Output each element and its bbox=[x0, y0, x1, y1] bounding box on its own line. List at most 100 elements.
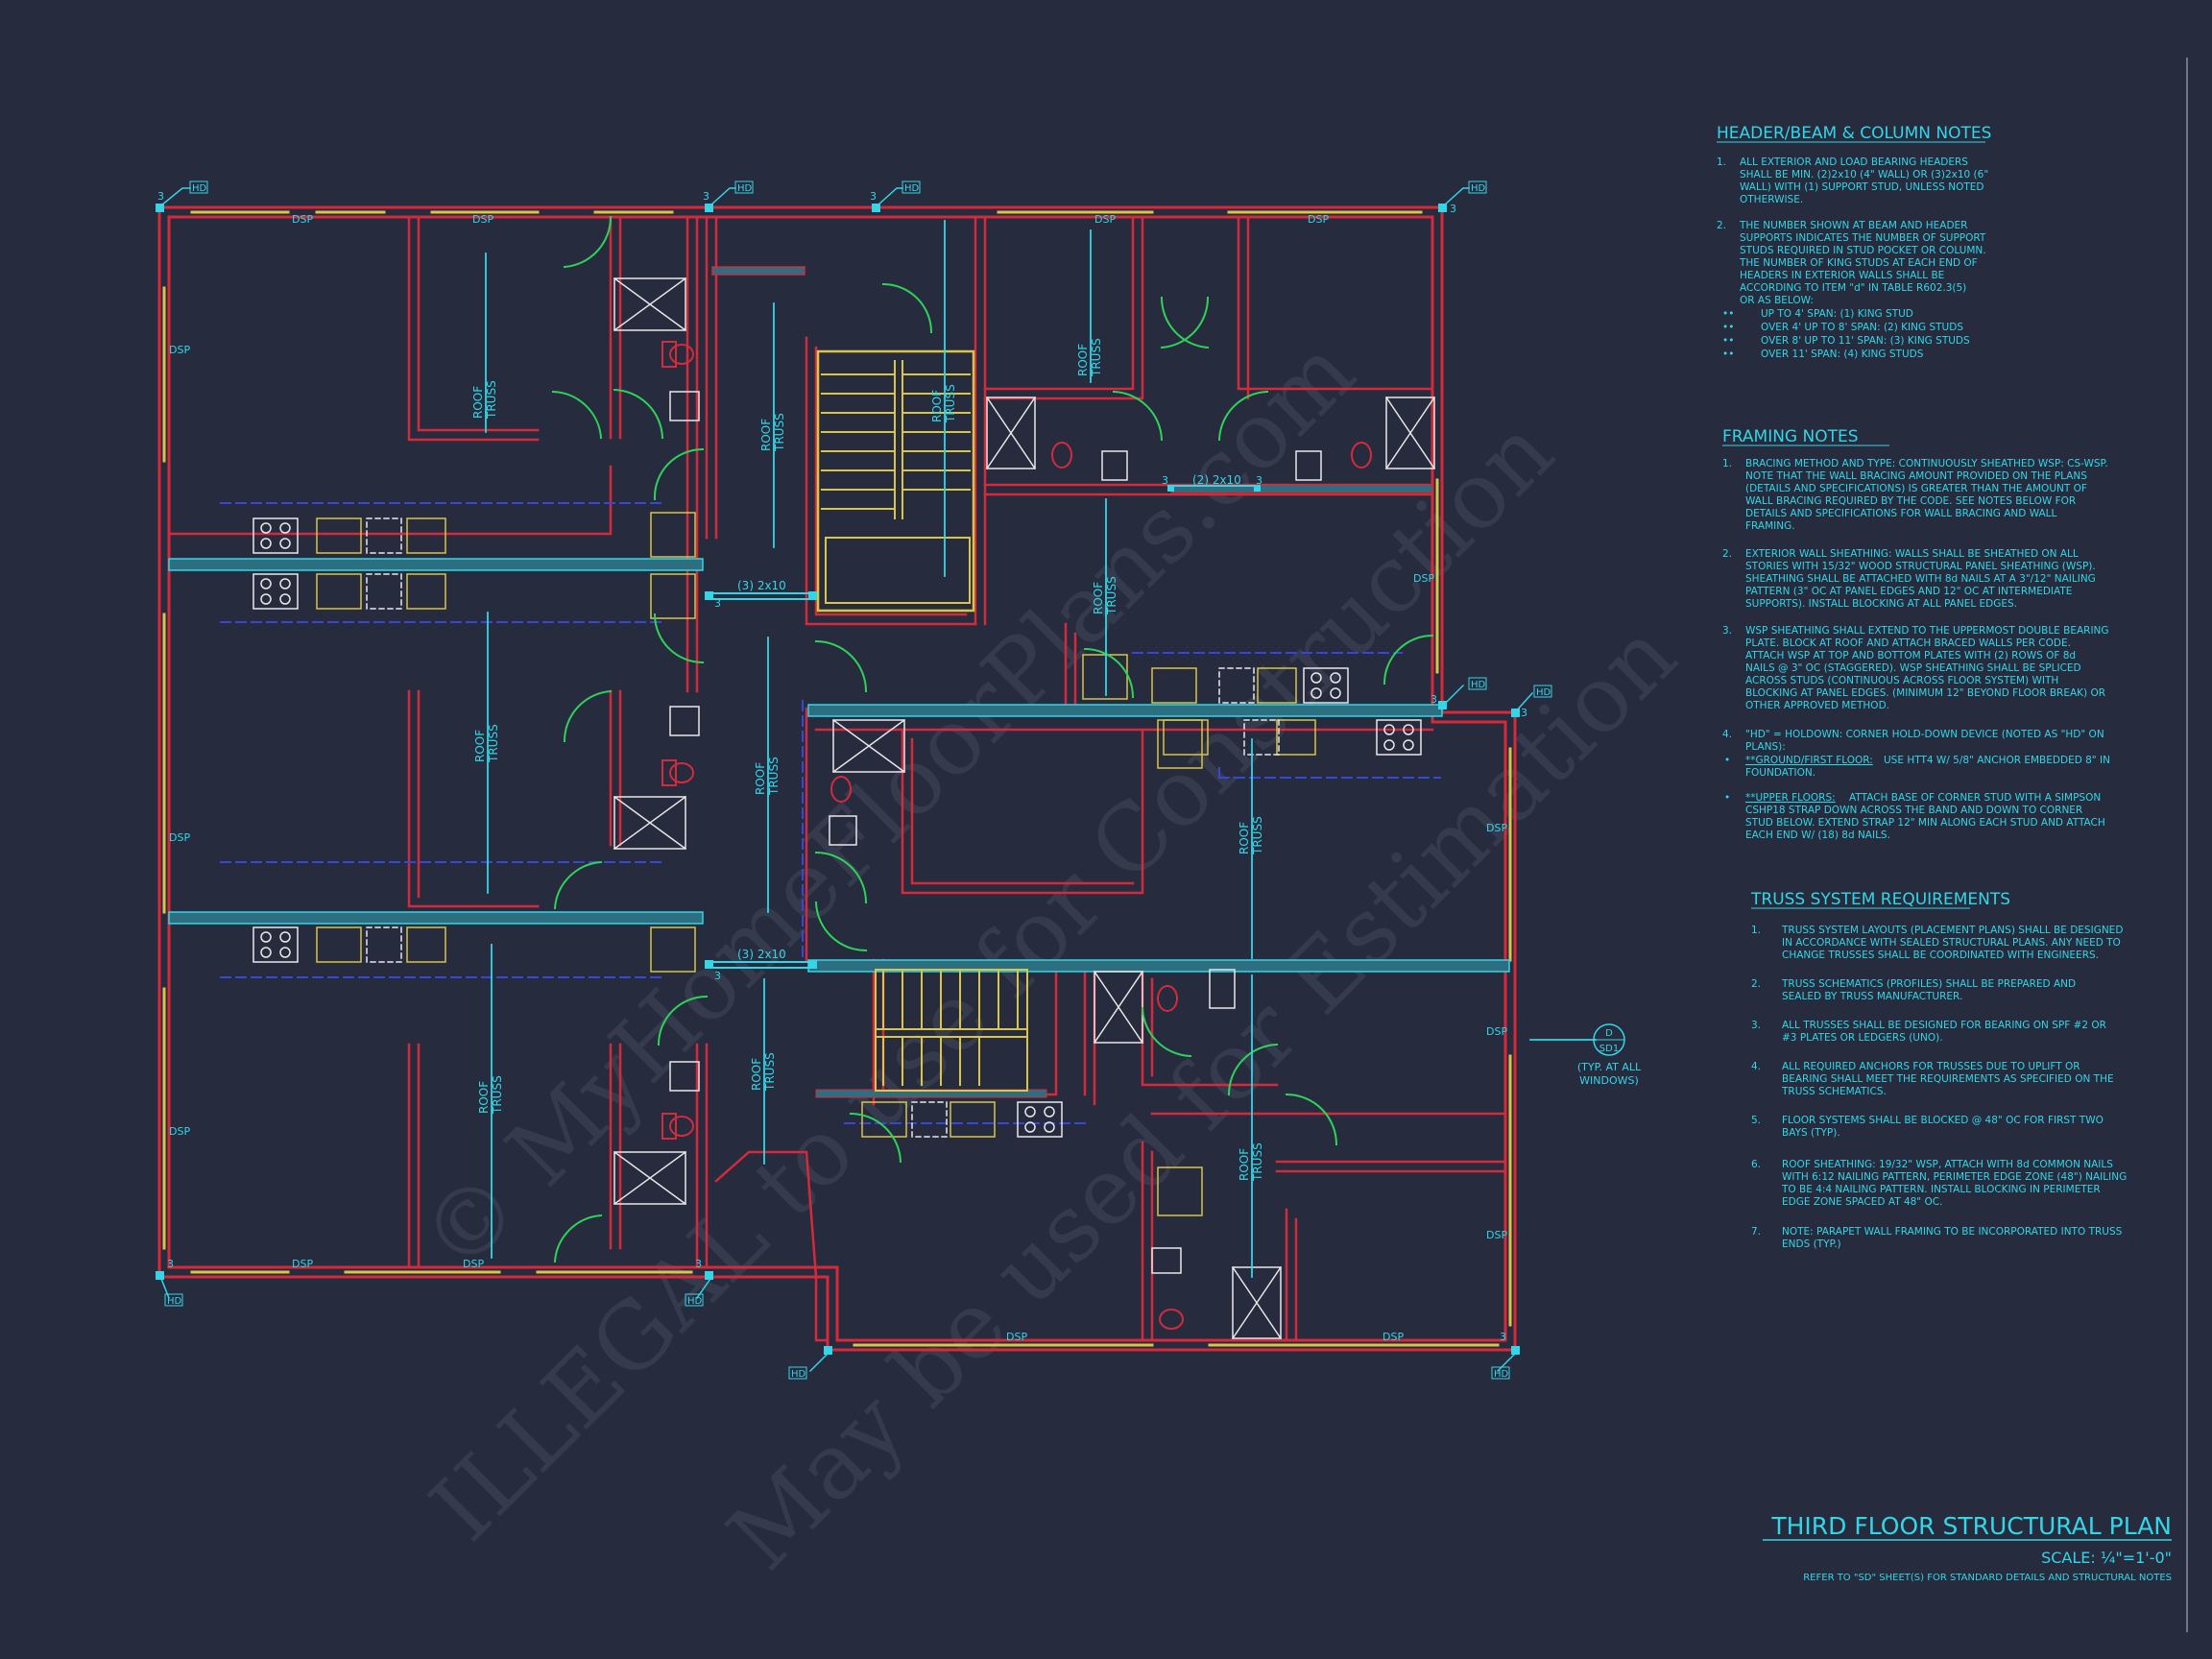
svg-text:ROOF: ROOF bbox=[1076, 344, 1090, 376]
section-detail-tag: D SD1 (TYP. AT ALL WINDOWS) bbox=[1577, 1023, 1642, 1087]
dsp-label: DSP bbox=[463, 1258, 484, 1270]
hd-label: HD bbox=[1471, 183, 1486, 194]
hd-label: HD bbox=[737, 183, 753, 194]
hd-label: HD bbox=[1536, 687, 1551, 698]
floor-plan bbox=[156, 187, 1597, 1373]
dsp-label: DSP bbox=[1006, 1331, 1027, 1343]
header-notes-heading: HEADER/BEAM & COLUMN NOTES bbox=[1717, 124, 1991, 143]
note-line: OR AS BELOW: bbox=[1740, 295, 1814, 306]
exterior-wall-inner bbox=[167, 215, 1507, 1342]
note-line: TO BE 4:4 NAILING PATTERN. INSTALL BLOCK… bbox=[1781, 1184, 2101, 1195]
note-line: STUD BELOW. EXTEND STRAP 12" MIN ALONG E… bbox=[1745, 817, 2105, 829]
dsp-label: DSP bbox=[292, 1258, 313, 1270]
drawing-reference: REFER TO "SD" SHEET(S) FOR STANDARD DETA… bbox=[1803, 1573, 2172, 1583]
note-number: 2. bbox=[1722, 548, 1732, 560]
stud-count: 3 bbox=[1256, 474, 1262, 487]
note-line: ENDS (TYP.) bbox=[1782, 1238, 1841, 1250]
notes-panel: HEADER/BEAM & COLUMN NOTES 1. ALL EXTERI… bbox=[1717, 124, 2127, 1250]
note-line: TRUSS SCHEMATICS. bbox=[1781, 1086, 1887, 1097]
svg-text:TRUSS: TRUSS bbox=[487, 724, 500, 763]
dsp-label: DSP bbox=[1308, 213, 1329, 226]
section-tag-bottom: SD1 bbox=[1599, 1044, 1619, 1054]
stair-south bbox=[875, 969, 1028, 1092]
svg-text:ROOF: ROOF bbox=[473, 730, 487, 762]
svg-text:ROOF: ROOF bbox=[1238, 822, 1251, 854]
note-line: WALL BRACING REQUIRED BY THE CODE. SEE N… bbox=[1745, 495, 2076, 507]
title-block: THIRD FLOOR STRUCTURAL PLAN SCALE: ¼"=1'… bbox=[1763, 1512, 2172, 1583]
svg-text:TRUSS: TRUSS bbox=[763, 1052, 777, 1092]
note-bullet-label: **UPPER FLOORS: bbox=[1745, 792, 1836, 804]
note-number: 4. bbox=[1751, 1061, 1761, 1072]
svg-text:TRUSS: TRUSS bbox=[485, 380, 498, 420]
note-line: ATTACH WSP AT TOP AND BOTTOM PLATES WITH… bbox=[1745, 650, 2076, 661]
dsp-label: DSP bbox=[1094, 213, 1116, 226]
note-line: NOTE: PARAPET WALL FRAMING TO BE INCORPO… bbox=[1782, 1226, 2123, 1238]
note-line: ACCORDING TO ITEM "d" IN TABLE R602.3(5) bbox=[1740, 282, 1966, 294]
stud-count: 3 bbox=[1521, 707, 1527, 719]
drawing-title: THIRD FLOOR STRUCTURAL PLAN bbox=[1770, 1512, 2172, 1540]
note-line: WSP SHEATHING SHALL EXTEND TO THE UPPERM… bbox=[1745, 625, 2109, 637]
note-line: FLOOR SYSTEMS SHALL BE BLOCKED @ 48" OC … bbox=[1782, 1115, 2104, 1126]
note-line: BAYS (TYP). bbox=[1782, 1127, 1840, 1139]
note-line: ALL EXTERIOR AND LOAD BEARING HEADERS bbox=[1740, 156, 1968, 168]
hd-label: HD bbox=[192, 183, 207, 194]
note-line: ROOF SHEATHING: 19/32" WSP, ATTACH WITH … bbox=[1782, 1159, 2113, 1170]
bullet-icon: •• bbox=[1722, 322, 1734, 333]
note-bullet: UP TO 4' SPAN: (1) KING STUD bbox=[1761, 308, 1913, 320]
stud-count: 3 bbox=[870, 190, 877, 203]
svg-text:ROOF: ROOF bbox=[477, 1081, 491, 1114]
note-line: BEARING SHALL MEET THE REQUIREMENTS AS S… bbox=[1782, 1073, 2114, 1085]
truss-notes-heading: TRUSS SYSTEM REQUIREMENTS bbox=[1750, 890, 2010, 909]
note-line: PLATE. BLOCK AT ROOF AND ATTACH BRACED W… bbox=[1745, 637, 2071, 649]
note-number: 4. bbox=[1722, 729, 1732, 740]
section-tag-note-2: WINDOWS) bbox=[1579, 1074, 1639, 1087]
note-line: BLOCKING AT PANEL EDGES. (MINIMUM 12" BE… bbox=[1745, 687, 2105, 699]
dashed-beam-lines bbox=[220, 502, 1441, 1124]
svg-text:ROOF: ROOF bbox=[754, 762, 767, 795]
note-line: STUDS REQUIRED IN STUD POCKET OR COLUMN. bbox=[1740, 245, 1986, 256]
note-line: CHANGE TRUSSES SHALL BE COORDINATED WITH… bbox=[1782, 950, 2099, 961]
drawing-scale: SCALE: ¼"=1'-0" bbox=[2041, 1549, 2172, 1567]
note-line: ALL REQUIRED ANCHORS FOR TRUSSES DUE TO … bbox=[1782, 1061, 2080, 1072]
stud-count: 3 bbox=[695, 1258, 702, 1270]
bullet-icon: •• bbox=[1722, 308, 1734, 320]
note-bullet-label: **GROUND/FIRST FLOOR: bbox=[1745, 755, 1873, 766]
note-line: "HD" = HOLDOWN: CORNER HOLD-DOWN DEVICE … bbox=[1745, 729, 2104, 740]
stud-count: 3 bbox=[714, 970, 721, 982]
hd-label: HD bbox=[1471, 680, 1486, 690]
svg-text:TRUSS: TRUSS bbox=[1090, 338, 1103, 377]
stud-count: 3 bbox=[167, 1258, 174, 1270]
hd-tags bbox=[164, 180, 1552, 1380]
bullet-icon: •• bbox=[1722, 335, 1734, 347]
note-line: PATTERN (3" OC AT PANEL EDGES AND 12" OC… bbox=[1745, 586, 2072, 597]
note-line: USE HTT4 W/ 5/8" ANCHOR EMBEDDED 8" IN bbox=[1884, 755, 2110, 766]
note-line: NOTE THAT THE WALL BRACING AMOUNT PROVID… bbox=[1745, 470, 2087, 482]
note-line: BRACING METHOD AND TYPE: CONTINUOUSLY SH… bbox=[1745, 458, 2108, 469]
svg-text:TRUSS: TRUSS bbox=[491, 1075, 504, 1115]
stud-count: 3 bbox=[714, 597, 721, 610]
note-line: FRAMING. bbox=[1745, 520, 1795, 532]
note-number: 2. bbox=[1751, 978, 1761, 990]
dsp-label: DSP bbox=[169, 831, 190, 844]
beam-headers bbox=[706, 485, 1259, 969]
beam-size-label: (3) 2x10 bbox=[737, 948, 786, 961]
note-line: SUPPORTS INDICATES THE NUMBER OF SUPPORT bbox=[1740, 232, 1986, 244]
stair-north bbox=[816, 349, 975, 613]
note-line: EXTERIOR WALL SHEATHING: WALLS SHALL BE … bbox=[1745, 548, 2079, 560]
svg-text:ROOF: ROOF bbox=[1092, 582, 1105, 614]
stud-count: 3 bbox=[157, 190, 164, 203]
stud-count: 3 bbox=[703, 190, 709, 203]
note-number: 3. bbox=[1722, 625, 1732, 637]
note-line: DETAILS AND SPECIFICATIONS FOR WALL BRAC… bbox=[1745, 508, 2057, 519]
svg-text:TRUSS: TRUSS bbox=[1105, 576, 1118, 615]
svg-text:TRUSS: TRUSS bbox=[1251, 816, 1264, 855]
bullet-icon: • bbox=[1724, 792, 1730, 804]
